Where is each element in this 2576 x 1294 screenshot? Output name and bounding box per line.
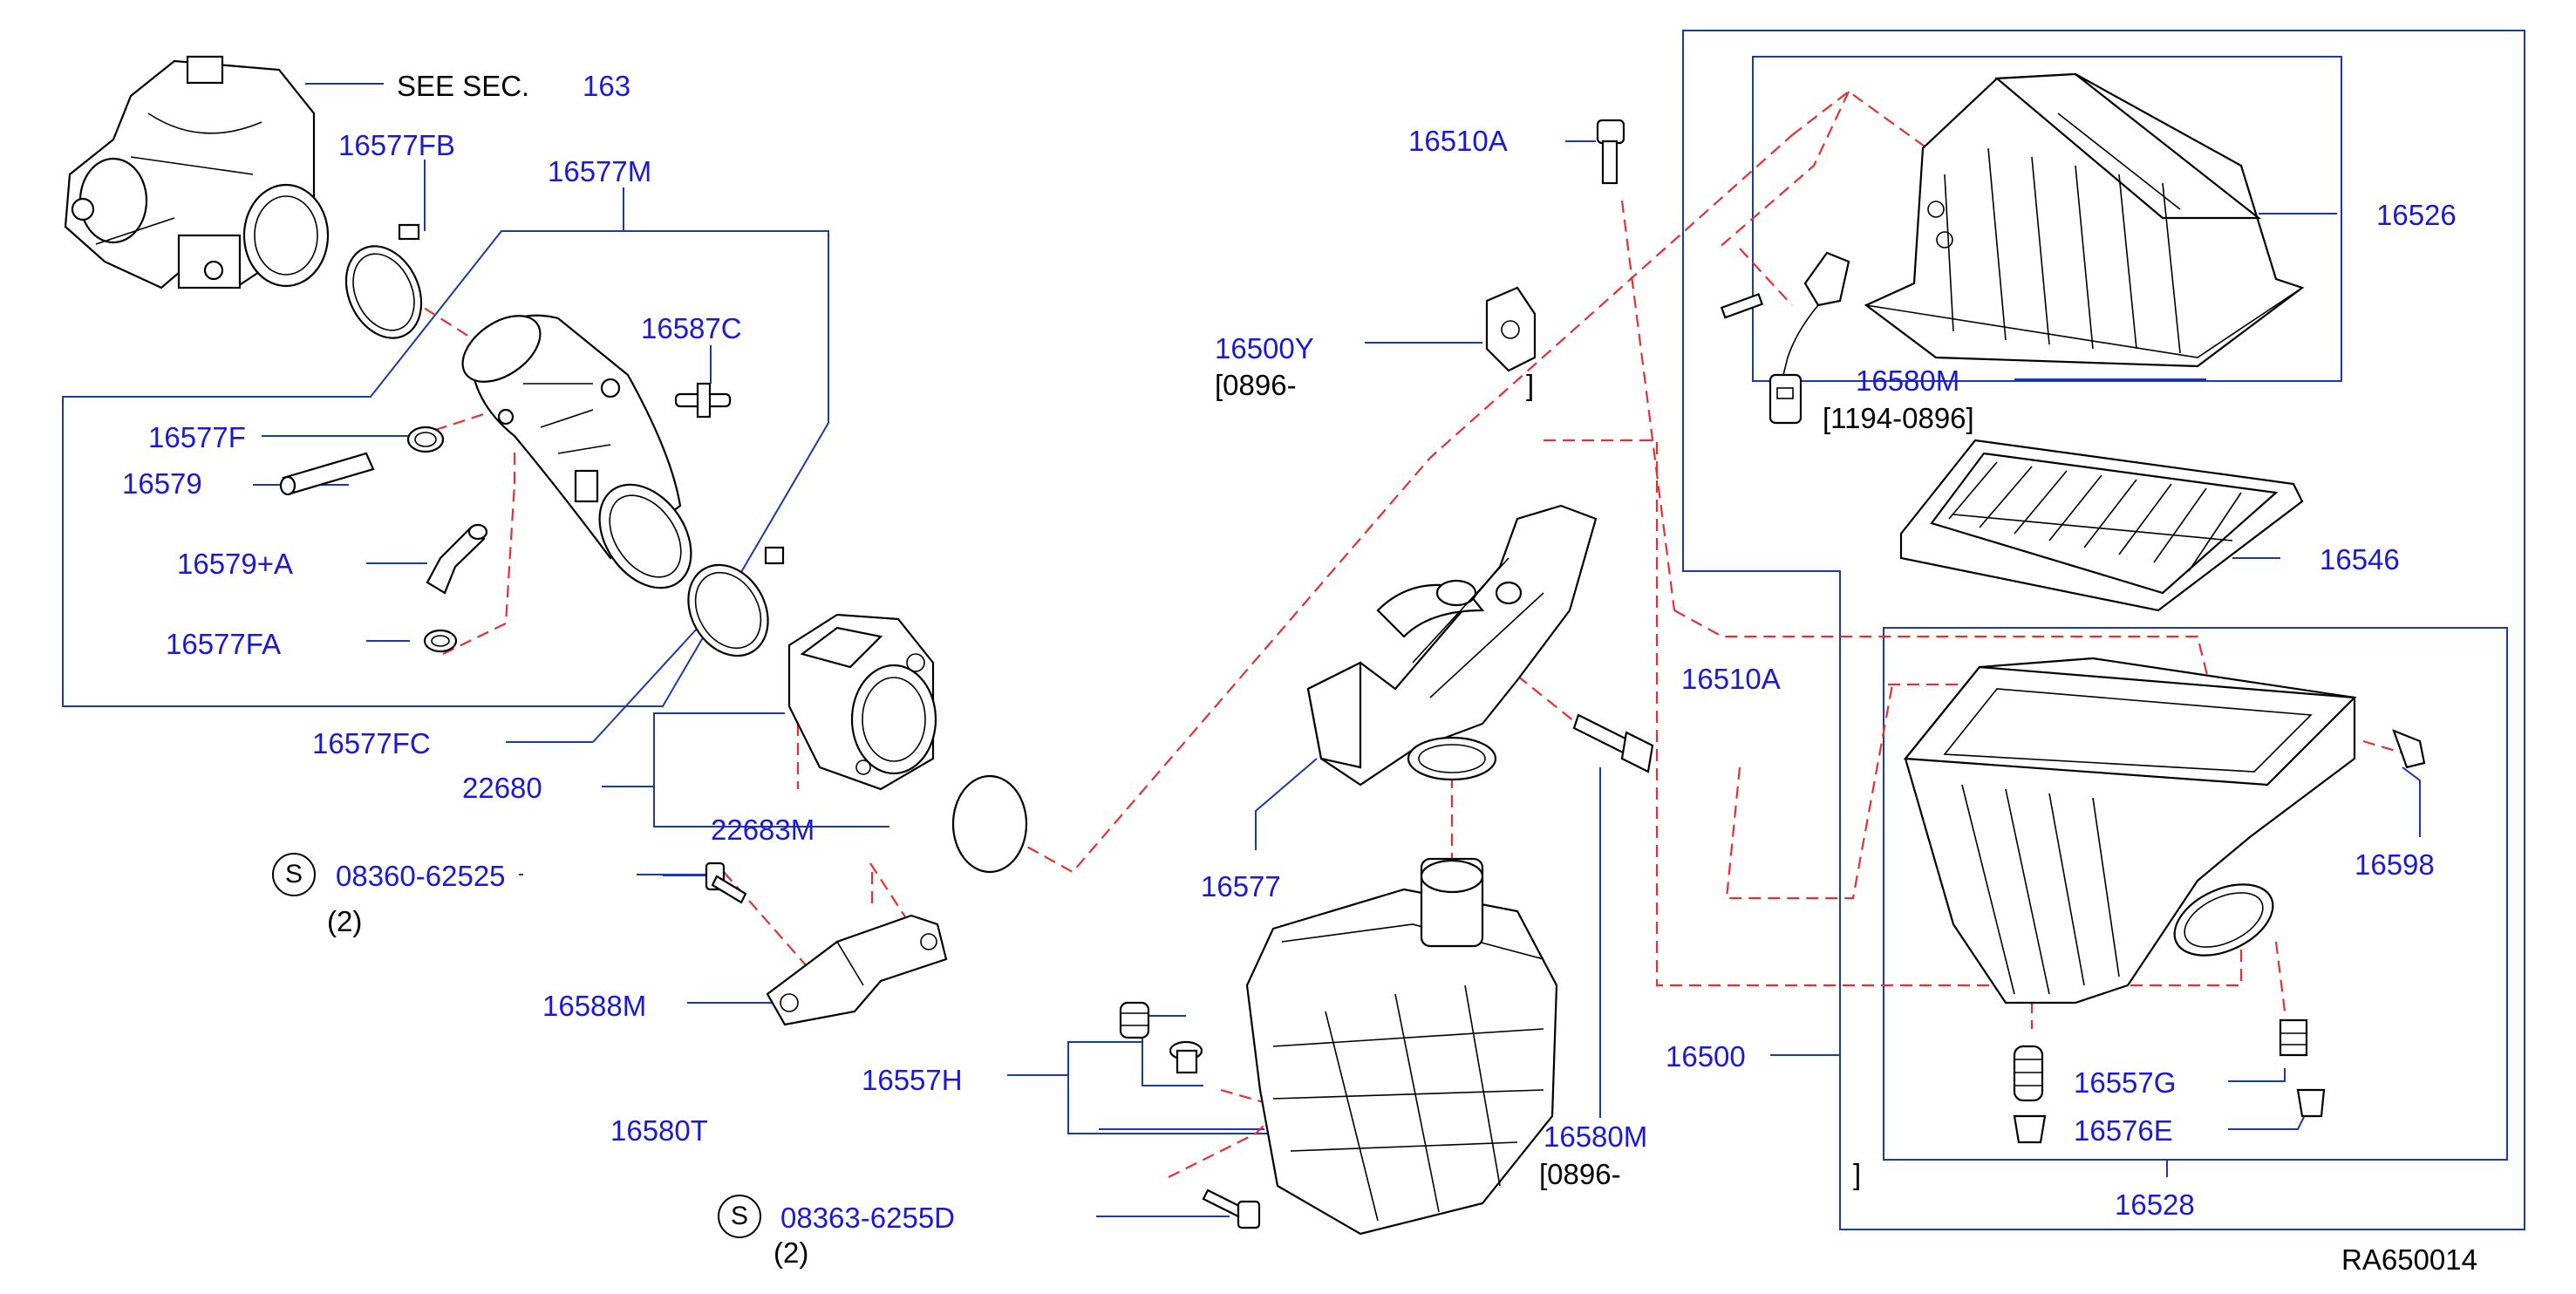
callout-16580M-top[interactable]: 16580M (1856, 364, 1960, 397)
callout-16587C[interactable]: 16587C (641, 312, 742, 344)
connector-16587C-illustration (674, 382, 732, 419)
callout-16576E[interactable]: 16576E (2074, 1114, 2173, 1147)
hose-16579A-illustration (426, 523, 488, 595)
section-ref-link[interactable]: 163 (583, 70, 631, 102)
clamp-16577F-illustration (406, 426, 445, 453)
bolt-08360-illustration (705, 862, 747, 904)
leader-lines (253, 83, 2421, 1217)
callout-16510A-top[interactable]: 16510A (1408, 125, 1508, 157)
air-duct-16577-illustration (1306, 504, 1598, 787)
callout-16577FA[interactable]: 16577FA (166, 628, 282, 660)
group-frame-16528 (1883, 627, 2508, 1161)
hose-16579-illustration (279, 452, 375, 496)
grommet-16557G-illustration (2013, 1018, 2308, 1102)
callout-16577[interactable]: 16577 (1201, 870, 1281, 902)
see-section-label: SEE SEC. (397, 70, 530, 102)
callout-16546[interactable]: 16546 (2320, 543, 2400, 575)
callout-16579A[interactable]: 16579+A (177, 548, 294, 580)
callout-16500Y[interactable]: 16500Y (1215, 332, 1314, 364)
seal-plate-16500Y-illustration (1485, 286, 1537, 372)
callout-16579[interactable]: 16579 (122, 467, 202, 500)
grommet-16557H-illustration (1119, 1001, 1203, 1074)
sensor-16580M-top-illustration (1720, 251, 1850, 425)
clip-16598-illustration (2392, 729, 2426, 769)
resonator-16580T-illustration (1245, 857, 1558, 1236)
callout-16580T[interactable]: 16580T (610, 1114, 708, 1147)
bolt-08363-illustration (1202, 1188, 1261, 1229)
date-range-16580M-top: [1194-0896] (1823, 402, 1974, 434)
standard-part-symbol: S (272, 853, 316, 896)
group-frame-16500 (1682, 30, 2525, 1230)
date-range-16500Y: [0896- (1215, 369, 1297, 401)
callout-16577FB[interactable]: 16577FB (338, 129, 455, 161)
clamp-16577FA-illustration (423, 629, 458, 653)
quantity-08363: (2) (773, 1236, 809, 1269)
air-cleaner-body-16528-illustration (1903, 657, 2357, 1005)
callout-16588M[interactable]: 16588M (542, 990, 647, 1022)
callout-16557H[interactable]: 16557H (862, 1064, 963, 1096)
callout-22680[interactable]: 22680 (462, 772, 542, 804)
gasket-22683M-illustration (951, 774, 1028, 874)
callout-16528[interactable]: 16528 (2115, 1188, 2195, 1221)
callout-16577F[interactable]: 16577F (148, 421, 246, 453)
date-range-16580M-bottom: [0896- (1539, 1158, 1621, 1190)
callout-16510A-mid[interactable]: 16510A (1681, 663, 1781, 695)
group-frame-16577M (62, 230, 829, 707)
quantity-08360: (2) (327, 905, 363, 937)
callout-16580M-bottom[interactable]: 16580M (1544, 1120, 1648, 1153)
throttle-chamber-illustration (64, 55, 330, 289)
callout-16557G[interactable]: 16557G (2074, 1066, 2177, 1099)
standard-part-symbol-2: S (718, 1195, 761, 1238)
callout-16577FC[interactable]: 16577FC (312, 727, 431, 759)
sensor-16580M-bottom-illustration (1572, 713, 1654, 773)
air-filter-16546-illustration (1899, 439, 2304, 612)
clamp-16577FC-illustration (687, 546, 785, 657)
callout-08360-62525[interactable]: 08360-62525 (336, 860, 506, 892)
callout-16598[interactable]: 16598 (2355, 848, 2435, 881)
air-duct-16577M-illustration (461, 314, 692, 589)
collar-16576E-illustration (2013, 1088, 2326, 1144)
bolt-16510A-top-illustration (1596, 119, 1625, 185)
callout-22683M[interactable]: 22683M (711, 814, 815, 846)
callout-16500[interactable]: 16500 (1666, 1040, 1746, 1073)
bracket-16588M-illustration (766, 914, 948, 1026)
air-cleaner-cover-16526-illustration (1864, 72, 2305, 368)
callout-08363-6255D[interactable]: 08363-6255D (780, 1202, 955, 1234)
date-range-16500Y-close: ] (1526, 369, 1535, 401)
callout-16526[interactable]: 16526 (2376, 199, 2457, 231)
diagram-reference-number: RA650014 (2341, 1243, 2477, 1276)
air-flow-meter-22680-illustration (787, 613, 937, 791)
clamp-16577FB-illustration (344, 223, 423, 339)
callout-16577M[interactable]: 16577M (548, 155, 652, 187)
bracket-close-16528: ] (1853, 1158, 1862, 1190)
